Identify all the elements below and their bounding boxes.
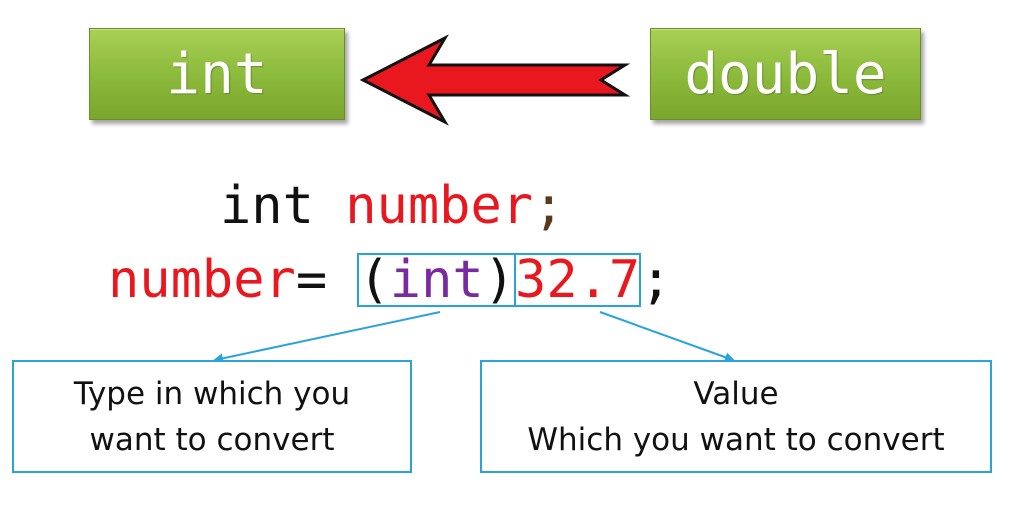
cast-type-frame: (int) [357, 253, 517, 307]
callout-value-line1: Value [693, 375, 779, 412]
cast-type: int [389, 250, 484, 310]
cast-value-frame: 32.7 [514, 253, 642, 307]
connector-type-line [213, 311, 441, 364]
source-type-box: double [650, 28, 921, 120]
code-keyword-int: int [220, 176, 314, 236]
code-semicolon: ; [533, 176, 565, 236]
code-line-declaration: int number; [220, 176, 564, 236]
code-assign-operator: = [295, 250, 359, 310]
callout-type-line2: want to convert [89, 421, 335, 458]
cast-value: 32.7 [515, 250, 641, 310]
callout-type-box: Type in which you want to convert [12, 360, 412, 473]
cast-open-paren: ( [358, 250, 390, 310]
callout-value-line2: Which you want to convert [527, 421, 945, 458]
callout-type-line1: Type in which you [73, 375, 351, 412]
callout-value-box: Value Which you want to convert [480, 360, 992, 473]
cast-close-paren: ) [483, 250, 516, 310]
code-variable: number [345, 176, 534, 236]
left-arrow-icon [359, 34, 631, 126]
code-semicolon-end: ; [640, 250, 672, 310]
target-type-box: int [89, 28, 345, 120]
connector-value-line [599, 311, 735, 362]
code-line-cast: number= (int)32.7; [108, 250, 672, 310]
code-variable-assign: number [108, 250, 296, 310]
